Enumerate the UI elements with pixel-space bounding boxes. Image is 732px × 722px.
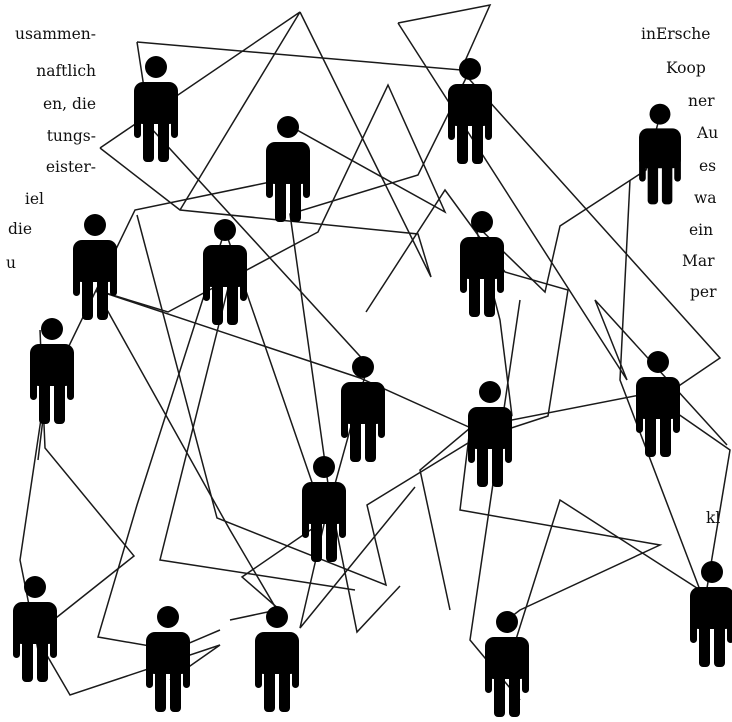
right-text-line: ner xyxy=(688,92,715,110)
network-connection-line xyxy=(159,279,356,591)
person-silhouette-icon xyxy=(203,219,247,325)
left-text-line: tungs- xyxy=(46,127,96,145)
left-text-line: eister- xyxy=(45,158,96,176)
left-text-line: en, die xyxy=(42,95,96,113)
network-connection-line xyxy=(49,179,281,386)
network-connection-line xyxy=(473,114,661,417)
person-silhouette-icon xyxy=(485,611,529,717)
person-silhouette-icon xyxy=(448,58,492,164)
network-connection-line xyxy=(95,289,641,429)
left-text-line: naftlich xyxy=(36,62,96,80)
left-text-line: iel xyxy=(24,190,44,208)
left-text-line: die xyxy=(7,220,32,238)
left-text-line: u xyxy=(6,254,16,272)
network-connection-line xyxy=(365,188,569,435)
network-connection-line xyxy=(136,3,492,71)
network-people xyxy=(13,56,732,717)
person-silhouette-icon xyxy=(341,356,385,462)
network-connection-line xyxy=(95,289,279,621)
right-text-line: wa xyxy=(694,189,717,207)
right-text-line: es xyxy=(699,157,717,175)
network-lines xyxy=(19,3,731,701)
right-text-line: per xyxy=(690,283,717,301)
person-silhouette-icon xyxy=(266,116,310,222)
network-connection-line xyxy=(136,214,513,587)
person-silhouette-icon xyxy=(30,318,74,424)
person-silhouette-icon xyxy=(73,214,117,320)
network-connection-line xyxy=(136,41,416,629)
right-text-line: inErsche xyxy=(641,25,711,43)
right-text-line: ein xyxy=(689,221,714,239)
left-text-line: usammen- xyxy=(15,25,96,43)
network-connection-line xyxy=(99,11,432,278)
person-silhouette-icon xyxy=(255,606,299,712)
person-silhouette-icon xyxy=(690,561,732,667)
network-connection-line xyxy=(37,639,221,696)
network-connection-line xyxy=(460,69,722,401)
network-connection-line xyxy=(95,83,447,313)
person-silhouette-icon xyxy=(13,576,57,682)
network-connection-line xyxy=(289,69,471,634)
right-text-line: Mar xyxy=(682,252,715,270)
lower-right-fragment: kl xyxy=(706,509,721,527)
right-text-line: Au xyxy=(697,124,719,142)
person-silhouette-icon xyxy=(146,606,190,712)
person-silhouette-icon xyxy=(639,103,681,205)
network-connection-line xyxy=(419,426,663,621)
network-connection-line xyxy=(224,229,326,611)
person-silhouette-icon xyxy=(134,56,178,162)
person-silhouette-icon xyxy=(460,211,504,317)
right-text-line: Koop xyxy=(666,59,706,77)
